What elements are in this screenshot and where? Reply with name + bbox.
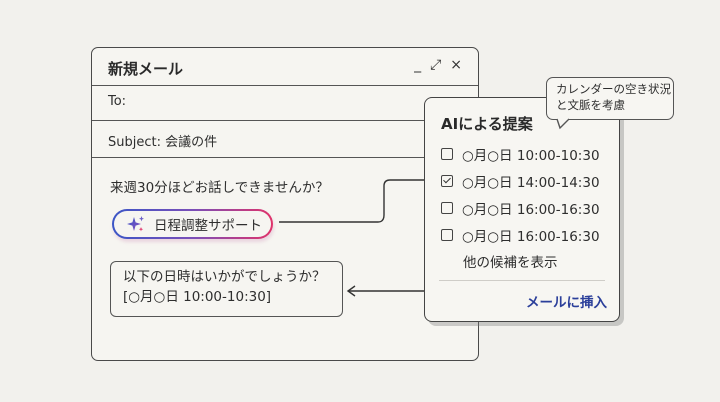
reply-line-1: 以下の日時はいかがでしょうか？ <box>123 269 326 285</box>
assist-button-label: 日程調整サポート <box>154 218 262 234</box>
sparkle-icon <box>127 216 144 232</box>
schedule-assist-button[interactable]: 日程調整サポート <box>112 209 273 239</box>
tooltip-tail-icon <box>556 118 570 130</box>
option-label: ○月○日 16:00-16:30 <box>462 202 600 218</box>
subject-field[interactable]: Subject: 会議の件 <box>108 135 218 150</box>
window-controls: _ ⤢ × <box>414 57 462 73</box>
option-label: ○月○日 14:00-14:30 <box>462 175 600 191</box>
insert-into-mail-button[interactable]: メールに挿入 <box>526 295 607 311</box>
connector-to-option <box>279 179 433 223</box>
reply-line-2: [○月○日 10:00-10:30] <box>123 289 272 305</box>
divider <box>92 120 424 121</box>
divider <box>92 85 478 86</box>
minimize-icon[interactable]: _ <box>414 57 422 73</box>
checkbox-icon[interactable] <box>441 229 453 241</box>
option-3[interactable]: ○月○日 16:00-16:30 <box>441 198 600 218</box>
tooltip-line-2: と文脈を考慮 <box>556 98 625 112</box>
arrow-left-icon <box>346 285 356 297</box>
email-body-text[interactable]: 来週30分ほどお話しできませんか？ <box>110 180 329 196</box>
expand-icon[interactable]: ⤢ <box>430 57 442 73</box>
email-window: 新規メール _ ⤢ × To: Subject: 会議の件 来週30分ほどお話し… <box>91 47 479 361</box>
inserted-reply-box[interactable]: 以下の日時はいかがでしょうか？ [○月○日 10:00-10:30] <box>110 261 343 317</box>
option-1[interactable]: ○月○日 10:00-10:30 <box>441 144 600 164</box>
show-more-link[interactable]: 他の候補を表示 <box>463 255 558 271</box>
tooltip-line-1: カレンダーの空き状況 <box>556 82 671 96</box>
divider <box>92 157 424 158</box>
panel-title: AIによる提案 <box>441 115 533 133</box>
close-icon[interactable]: × <box>450 57 462 73</box>
checkbox-checked-icon[interactable] <box>441 175 453 187</box>
option-label: ○月○日 10:00-10:30 <box>462 148 600 164</box>
option-label: ○月○日 16:00-16:30 <box>462 229 600 245</box>
context-tooltip: カレンダーの空き状況 と文脈を考慮 <box>546 77 674 120</box>
checkbox-icon[interactable] <box>441 148 453 160</box>
option-4[interactable]: ○月○日 16:00-16:30 <box>441 225 600 245</box>
window-title: 新規メール <box>108 60 184 78</box>
panel-divider <box>439 280 605 281</box>
checkbox-icon[interactable] <box>441 202 453 214</box>
ai-suggestion-panel: AIによる提案 ○月○日 10:00-10:30 ○月○日 14:00-14:3… <box>424 97 620 322</box>
to-field[interactable]: To: <box>108 94 127 109</box>
option-2[interactable]: ○月○日 14:00-14:30 <box>441 171 600 191</box>
